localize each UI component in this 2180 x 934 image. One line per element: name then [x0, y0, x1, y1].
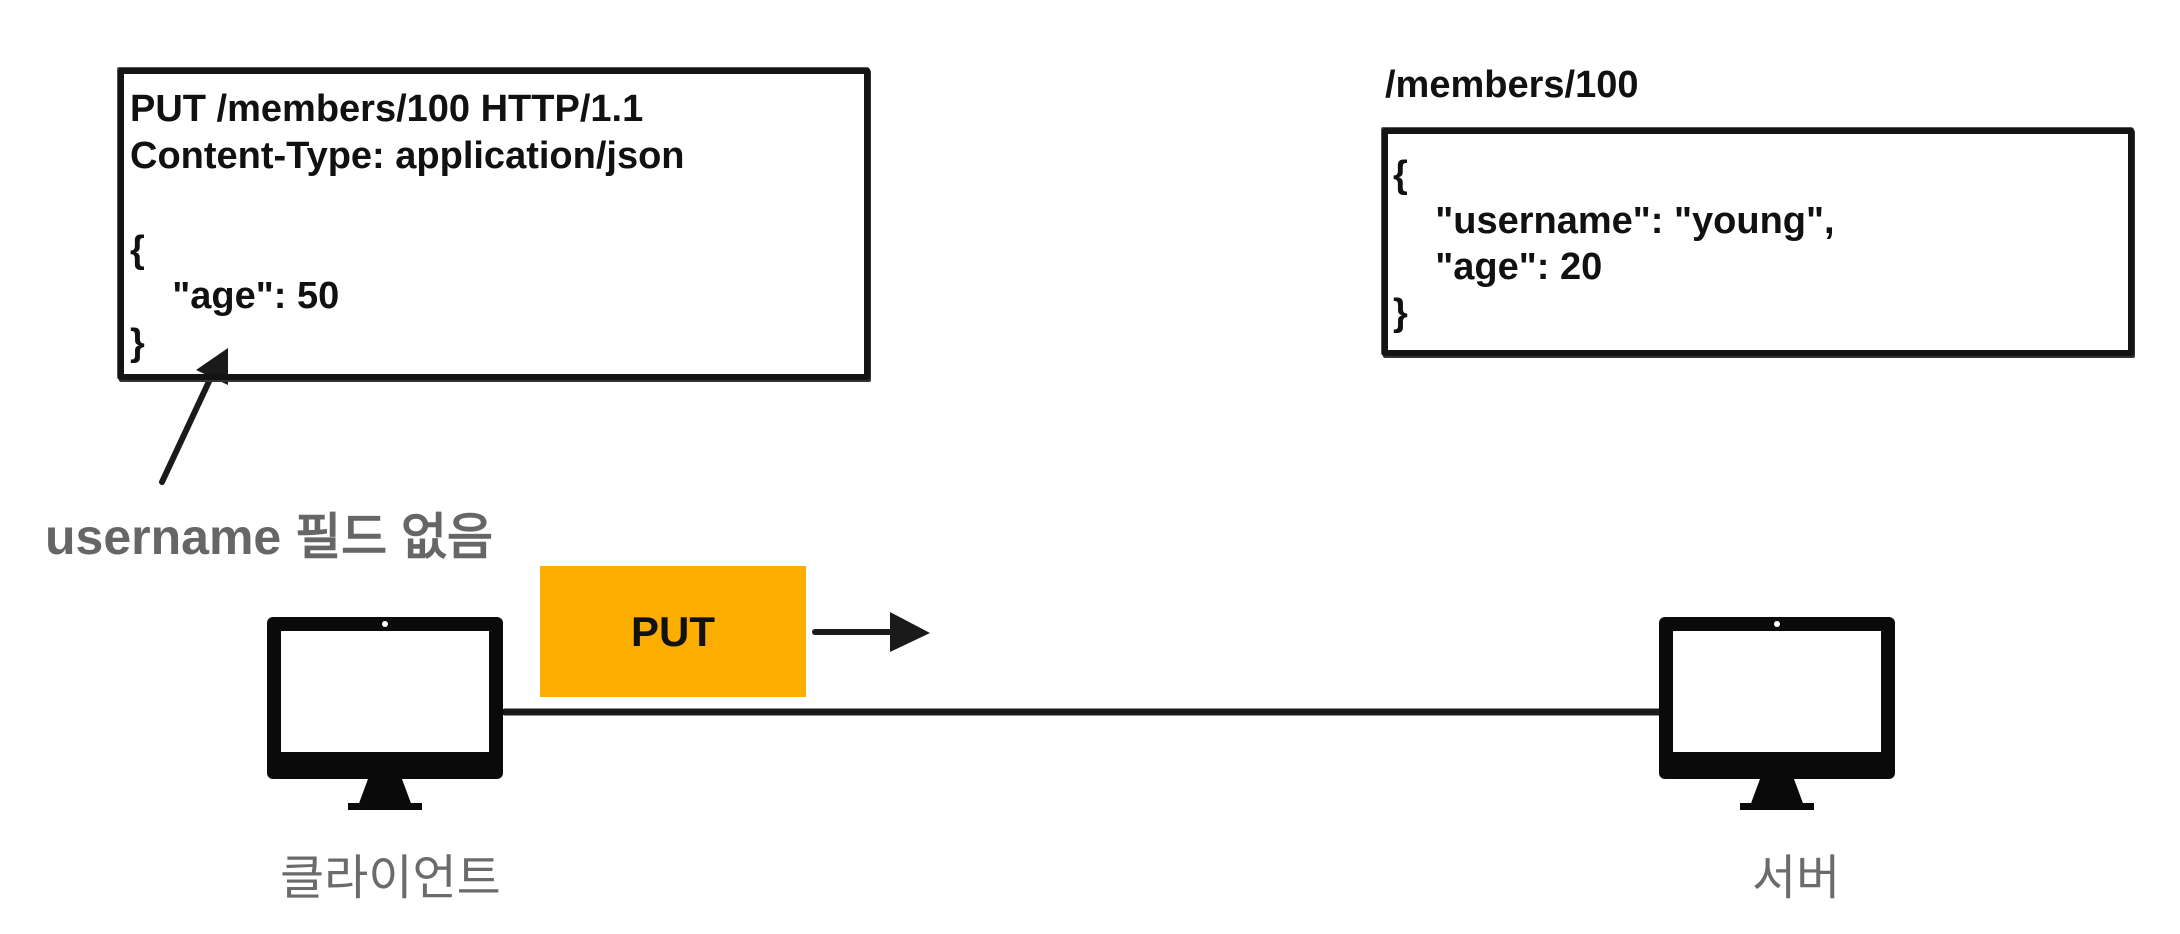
client-label: 클라이언트: [280, 852, 501, 905]
request-line-2: Content-Type: application/json: [130, 135, 685, 177]
server-label: 서버: [1752, 852, 1841, 905]
resource-line-2: "username": "young",: [1393, 200, 1835, 242]
annotation-caption: username 필드 없음: [45, 509, 494, 565]
resource-line-3: "age": 20: [1393, 246, 1603, 288]
method-label: PUT: [631, 607, 715, 655]
resource-line-4: }: [1393, 292, 1408, 334]
request-line-6: }: [130, 322, 145, 364]
resource-line-1: {: [1393, 154, 1408, 196]
request-line-5: "age": 50: [130, 275, 340, 317]
method-box: PUT: [540, 566, 806, 697]
request-arrow-icon: [812, 612, 930, 652]
request-message-box: [118, 68, 870, 380]
request-line-4: {: [130, 229, 145, 271]
resource-state-box: [1382, 128, 2134, 356]
resource-path-label: /members/100: [1385, 64, 1639, 106]
request-line-1: PUT /members/100 HTTP/1.1: [130, 88, 644, 130]
